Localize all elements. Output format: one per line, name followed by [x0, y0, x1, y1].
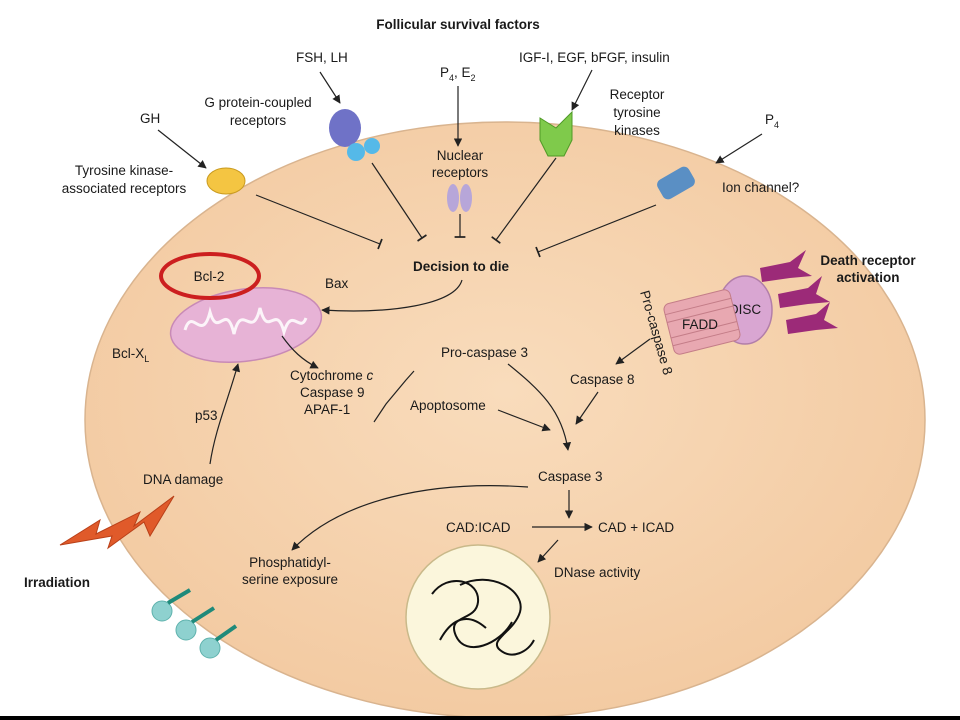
label-caspase-9: Caspase 9 [300, 385, 365, 400]
label-fadd: FADD [682, 317, 718, 332]
label-apoptosome: Apoptosome [410, 398, 486, 413]
label-cytochrome-c: Cytochrome c [290, 368, 374, 383]
ion-channel [657, 166, 695, 200]
fadd-adaptor [663, 289, 741, 355]
inhibition-lines [255, 157, 657, 258]
diagram-title: Follicular survival factors [376, 17, 540, 32]
cell-body [84, 121, 926, 716]
bcl2-highlight-ring [159, 252, 261, 300]
label-cad-icad: CAD:ICAD [446, 520, 511, 535]
label-caspase-8: Caspase 8 [570, 372, 635, 387]
label-phosphatidylserine: Phosphatidyl-serine exposure [242, 555, 338, 587]
gpcr-receptor [329, 109, 380, 161]
label-p4-right: P4 [765, 112, 779, 130]
label-bcl2: Bcl-2 [194, 269, 225, 284]
bottom-rule [0, 716, 960, 720]
label-pro-caspase-3: Pro-caspase 3 [441, 345, 528, 360]
label-cad-plus-icad: CAD + ICAD [598, 520, 674, 535]
label-disc: DISC [729, 302, 762, 317]
cascade-arrows [209, 279, 651, 563]
label-dna-damage: DNA damage [143, 472, 223, 487]
nuclear-receptor [447, 184, 472, 212]
dna-strands [431, 578, 535, 656]
label-bax: Bax [325, 276, 349, 291]
survival-factor-arrows [157, 69, 763, 169]
label-gh: GH [140, 111, 160, 126]
label-decision-to-die: Decision to die [413, 259, 510, 274]
label-p53: p53 [195, 408, 218, 423]
label-igf-egf: IGF-I, EGF, bFGF, insulin [519, 50, 670, 65]
phosphatidylserine-molecules [151, 588, 238, 659]
tyrosine-kinase-receptor [206, 167, 246, 195]
label-dnase-activity: DNase activity [554, 565, 641, 580]
label-bclxl: Bcl-XL [112, 346, 149, 364]
label-ion-channel: Ion channel? [722, 180, 799, 195]
label-apaf1: APAF-1 [304, 402, 350, 417]
irradiation-lightning [59, 495, 175, 550]
nucleus [405, 544, 551, 690]
death-receptors [760, 250, 838, 334]
label-p4-e2: P4, E2 [440, 65, 476, 83]
rtk-receptor [539, 110, 573, 157]
label-irradiation: Irradiation [24, 575, 90, 590]
label-tyrosine-kinase-assoc: Tyrosine kinase-associated receptors [62, 163, 187, 196]
label-fsh-lh: FSH, LH [296, 50, 348, 65]
label-caspase-3: Caspase 3 [538, 469, 603, 484]
